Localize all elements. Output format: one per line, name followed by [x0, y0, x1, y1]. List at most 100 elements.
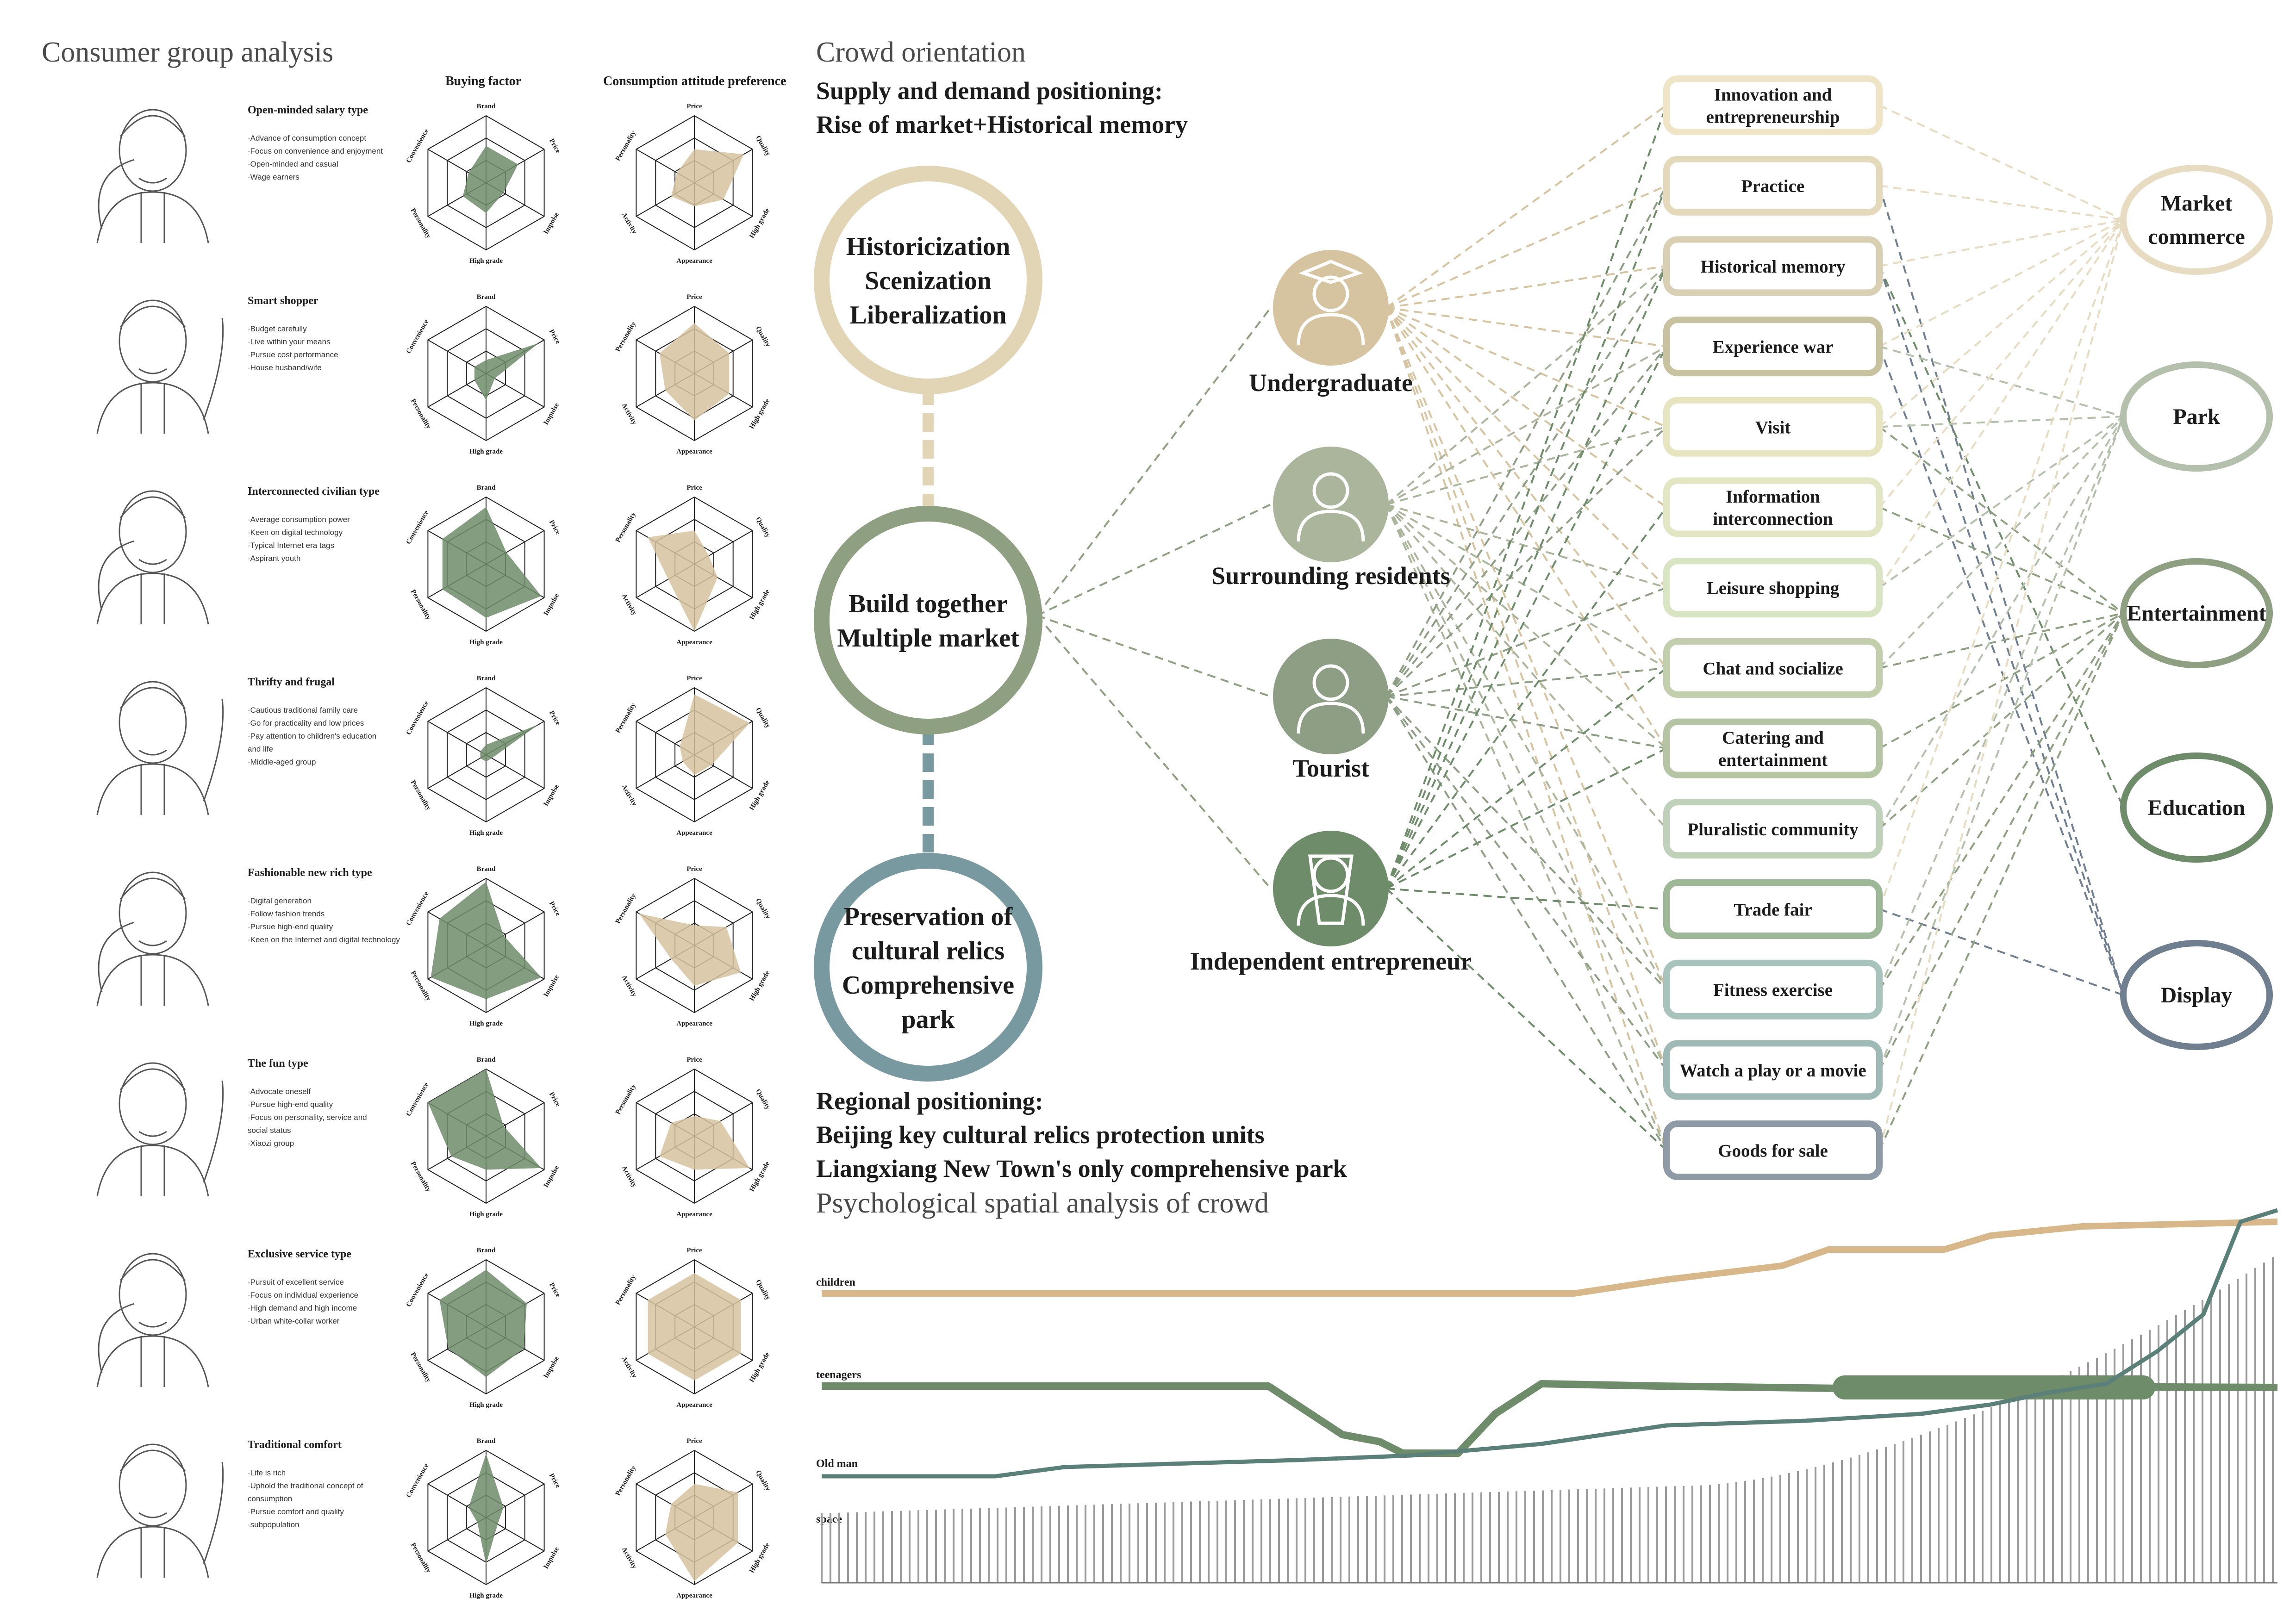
- persona-type: Open-minded salary type: [248, 104, 368, 116]
- link-group-activity: [1385, 105, 1667, 889]
- radar-axis-label: Price: [548, 519, 562, 536]
- activity-label: Goods for sale: [1718, 1141, 1828, 1161]
- persona-bullet: ·Xiaozi group: [248, 1139, 294, 1148]
- link-activity-target: [1878, 613, 2124, 1070]
- radar-axis-label: High grade: [748, 398, 771, 430]
- link-group-activity: [1386, 307, 1667, 428]
- target-ellipse: Park: [2120, 361, 2273, 472]
- radar-axis-label: Price: [686, 1247, 702, 1254]
- persona-bullet: ·Keen on digital technology: [248, 528, 343, 537]
- radar-axis-label: Price: [548, 137, 562, 155]
- radar-axis-label: Convenience: [405, 1272, 430, 1308]
- persona-bullet: ·Pursue high-end quality: [248, 1100, 333, 1109]
- crowd-title: Crowd orientation: [816, 37, 1026, 68]
- radar-axis-label: Activity: [620, 974, 638, 998]
- entrepreneur-icon: [1297, 854, 1365, 926]
- radar-axis-label: Personality: [614, 511, 637, 544]
- radar-axis-label: Personality: [614, 1464, 637, 1497]
- link-activity-target: [1878, 613, 2124, 1151]
- persona-bullet: ·Urban white-collar worker: [248, 1317, 340, 1325]
- radar-axis-label: Quality: [754, 516, 772, 539]
- link-circle-group: [1036, 615, 1272, 889]
- link-group-activity: [1385, 104, 1667, 309]
- persona-sketch-icon: [96, 1062, 224, 1197]
- activity-box: Leisure shopping: [1663, 558, 1883, 618]
- crowd-group-label: Tourist: [1292, 754, 1369, 782]
- link-group-activity: [1386, 667, 1667, 697]
- radar-axis-label: Quality: [754, 1088, 772, 1111]
- link-activity-target: [1879, 104, 2124, 221]
- radar-axis-label: High grade: [469, 448, 503, 455]
- connection-lines: [1036, 104, 2124, 1151]
- psych-row-label: Old man: [816, 1458, 858, 1470]
- persona-type: Fashionable new rich type: [248, 867, 372, 879]
- circle-text: Liberalization: [849, 301, 1006, 330]
- persona-bullet: ·Pursue comfort and quality: [248, 1507, 344, 1516]
- activity-box: Historical memory: [1663, 236, 1883, 296]
- radar-axis-label: Price: [686, 675, 702, 682]
- radar-axis-label: Quality: [754, 1279, 772, 1302]
- radar-axis-label: Appearance: [676, 639, 712, 646]
- link-activity-target: [1879, 416, 2124, 428]
- link-group-activity: [1385, 265, 1667, 697]
- radar-axis-label: Quality: [754, 325, 772, 348]
- crowd-group: Independent entrepreneur: [1190, 831, 1472, 975]
- radar-axis-label: High grade: [748, 207, 771, 240]
- circle-text: Scenization: [865, 267, 992, 295]
- radar-area: [428, 1069, 542, 1170]
- link-activity-target: [1878, 612, 2124, 990]
- link-group-activity: [1386, 504, 1667, 589]
- activity-label: Catering and: [1722, 728, 1824, 748]
- radar-axis-label: High grade: [748, 1542, 771, 1574]
- link-group-activity: [1385, 307, 1667, 749]
- crowd-orientation: HistoricizationScenizationLiberalization…: [814, 75, 2273, 1181]
- radar-axis-label: Price: [686, 1437, 702, 1445]
- link-activity-target: [1878, 266, 2124, 808]
- link-group-activity: [1386, 586, 1667, 697]
- persona-type: The fun type: [248, 1057, 308, 1070]
- radar-axis-label: Activity: [620, 1546, 638, 1570]
- radar-axis-label: Convenience: [405, 1081, 430, 1118]
- supply-line-2: Rise of market+Historical memory: [816, 111, 1188, 138]
- radar-axis-label: Brand: [477, 1437, 496, 1445]
- activity-box: Watch a play or a movie: [1663, 1040, 1883, 1100]
- link-group-activity: [1385, 185, 1667, 697]
- persona-sketch-icon: [96, 109, 209, 243]
- crowd-group-label: Surrounding residents: [1211, 562, 1450, 590]
- link-activity-target: [1879, 345, 2124, 417]
- link-group-activity: [1385, 346, 1667, 889]
- link-group-activity: [1386, 345, 1667, 505]
- activity-label: Chat and socialize: [1703, 659, 1843, 678]
- radar-axis-label: Impulse: [542, 211, 561, 236]
- link-group-activity: [1386, 307, 1667, 348]
- link-circle-group: [1036, 504, 1271, 616]
- link-activity-target: [1879, 908, 2124, 996]
- radar-axis-label: Activity: [620, 592, 638, 616]
- persona-bullet: ·Average consumption power: [248, 515, 350, 524]
- radar-axis-label: Impulse: [542, 783, 561, 808]
- radar-area: [648, 1273, 741, 1380]
- radar-axis-label: Price: [548, 900, 562, 917]
- radar-axis-label: Activity: [620, 783, 638, 807]
- link-group-activity: [1386, 185, 1667, 309]
- radar-axis-label: Quality: [754, 135, 772, 158]
- persona-type: Thrifty and frugal: [248, 676, 335, 688]
- radar-axis-label: Impulse: [542, 402, 561, 426]
- radar-axis: [427, 721, 487, 755]
- link-group-activity: [1385, 307, 1667, 1070]
- radar-axis-label: High grade: [469, 829, 503, 837]
- persona-sketch-icon: [96, 681, 224, 815]
- persona-bullet: ·Advocate oneself: [248, 1087, 311, 1096]
- radar-axis-label: Personality: [409, 1542, 432, 1574]
- radar-axis: [427, 754, 487, 789]
- target-label: commerce: [2148, 224, 2245, 249]
